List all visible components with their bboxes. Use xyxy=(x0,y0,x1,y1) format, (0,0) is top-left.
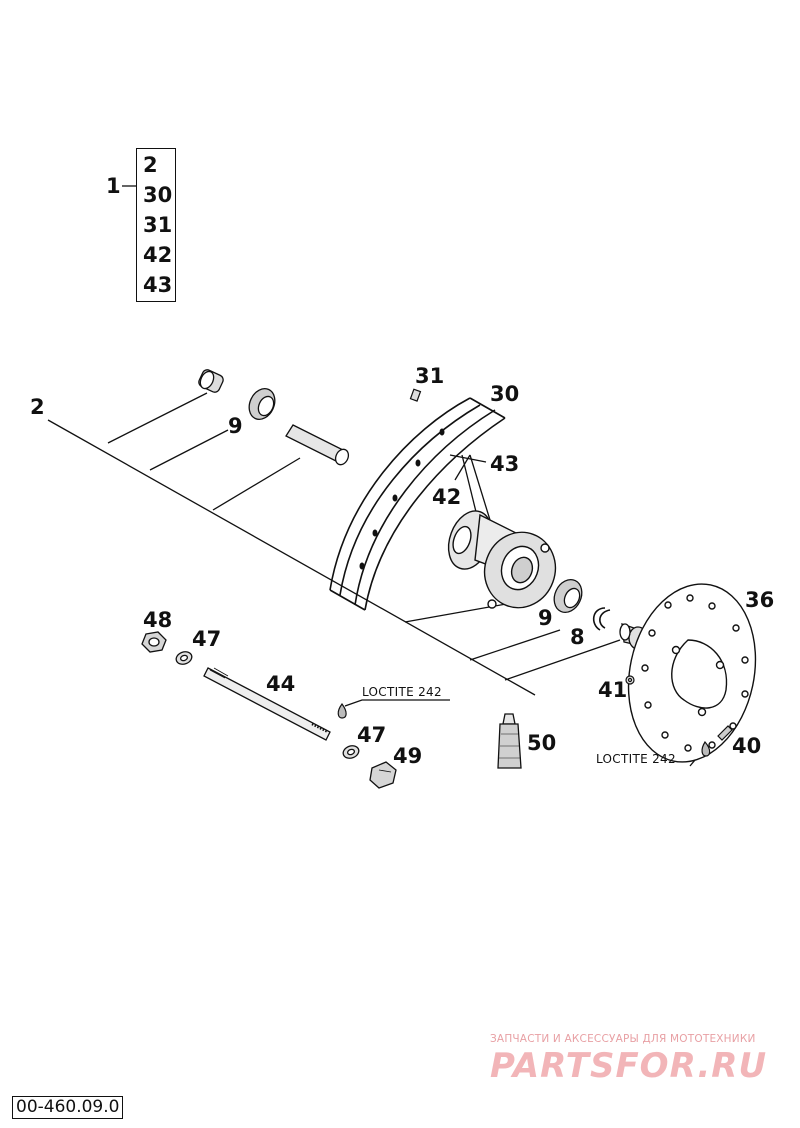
washer-41-icon xyxy=(625,675,635,685)
nut-48-icon xyxy=(141,631,167,653)
callout-49: 49 xyxy=(393,744,423,768)
callout-42: 42 xyxy=(432,485,462,509)
bearing-icon xyxy=(553,578,583,614)
leader-spacer-8 xyxy=(469,629,561,661)
brake-disc-icon xyxy=(627,583,757,763)
grease-tube-icon xyxy=(497,713,522,769)
document-number: 00-460.09.0 xyxy=(12,1096,124,1119)
callout-9-right: 9 xyxy=(538,606,553,630)
watermark-logo: PARTSFOR.RU xyxy=(490,1046,768,1086)
spacer-icon xyxy=(198,369,224,393)
axle-44-icon xyxy=(203,667,331,741)
callout-36: 36 xyxy=(745,588,775,612)
kit-item: 43 xyxy=(143,273,173,297)
callout-8: 8 xyxy=(570,625,585,649)
screw-40-icon xyxy=(717,725,733,741)
rim-icon xyxy=(329,397,506,611)
kit-item: 31 xyxy=(143,213,173,237)
kit-item: 30 xyxy=(143,183,173,207)
leader-42 xyxy=(454,454,471,481)
callout-41: 41 xyxy=(598,678,628,702)
nut-49-icon xyxy=(369,761,397,789)
loctite-drop-icon xyxy=(337,702,347,719)
leader-spacer-8b xyxy=(504,639,621,681)
loctite-note-left: LOCTITE 242 xyxy=(362,685,442,699)
callout-47-bottom: 47 xyxy=(357,723,387,747)
kit-contents-box: 2 30 31 42 43 xyxy=(136,148,176,302)
loctite-drop-icon xyxy=(701,740,711,757)
watermark-caption: ЗАПЧАСТИ И АКСЕССУАРЫ ДЛЯ МОТОТЕХНИКИ xyxy=(490,1033,756,1045)
leader-spacer xyxy=(107,392,208,444)
loctite-note-right: LOCTITE 242 xyxy=(596,752,676,766)
kit-label: 1 xyxy=(106,174,121,198)
callout-50: 50 xyxy=(527,731,557,755)
kit-item: 2 xyxy=(143,153,158,177)
callout-44: 44 xyxy=(266,672,296,696)
leader-loctite-left xyxy=(344,699,450,707)
callout-48: 48 xyxy=(143,608,173,632)
kit-item: 42 xyxy=(143,243,173,267)
leader-bearing-9-left xyxy=(149,429,229,471)
callout-31: 31 xyxy=(415,364,445,388)
callout-40: 40 xyxy=(732,734,762,758)
callout-43: 43 xyxy=(490,452,520,476)
spoke-nipple-icon xyxy=(409,388,422,402)
callout-9-left: 9 xyxy=(228,414,243,438)
hub-icon xyxy=(447,510,557,609)
bearing-icon xyxy=(248,387,276,421)
callout-30: 30 xyxy=(490,382,520,406)
circlip-icon xyxy=(592,607,611,631)
washer-47-icon xyxy=(342,745,360,759)
callout-2: 2 xyxy=(30,395,45,419)
assembly-axis-line xyxy=(47,419,536,696)
washer-47-icon xyxy=(175,651,193,665)
leader-hub-sleeve xyxy=(212,457,301,511)
callout-47-top: 47 xyxy=(192,627,222,651)
hub-sleeve-icon xyxy=(285,424,350,466)
